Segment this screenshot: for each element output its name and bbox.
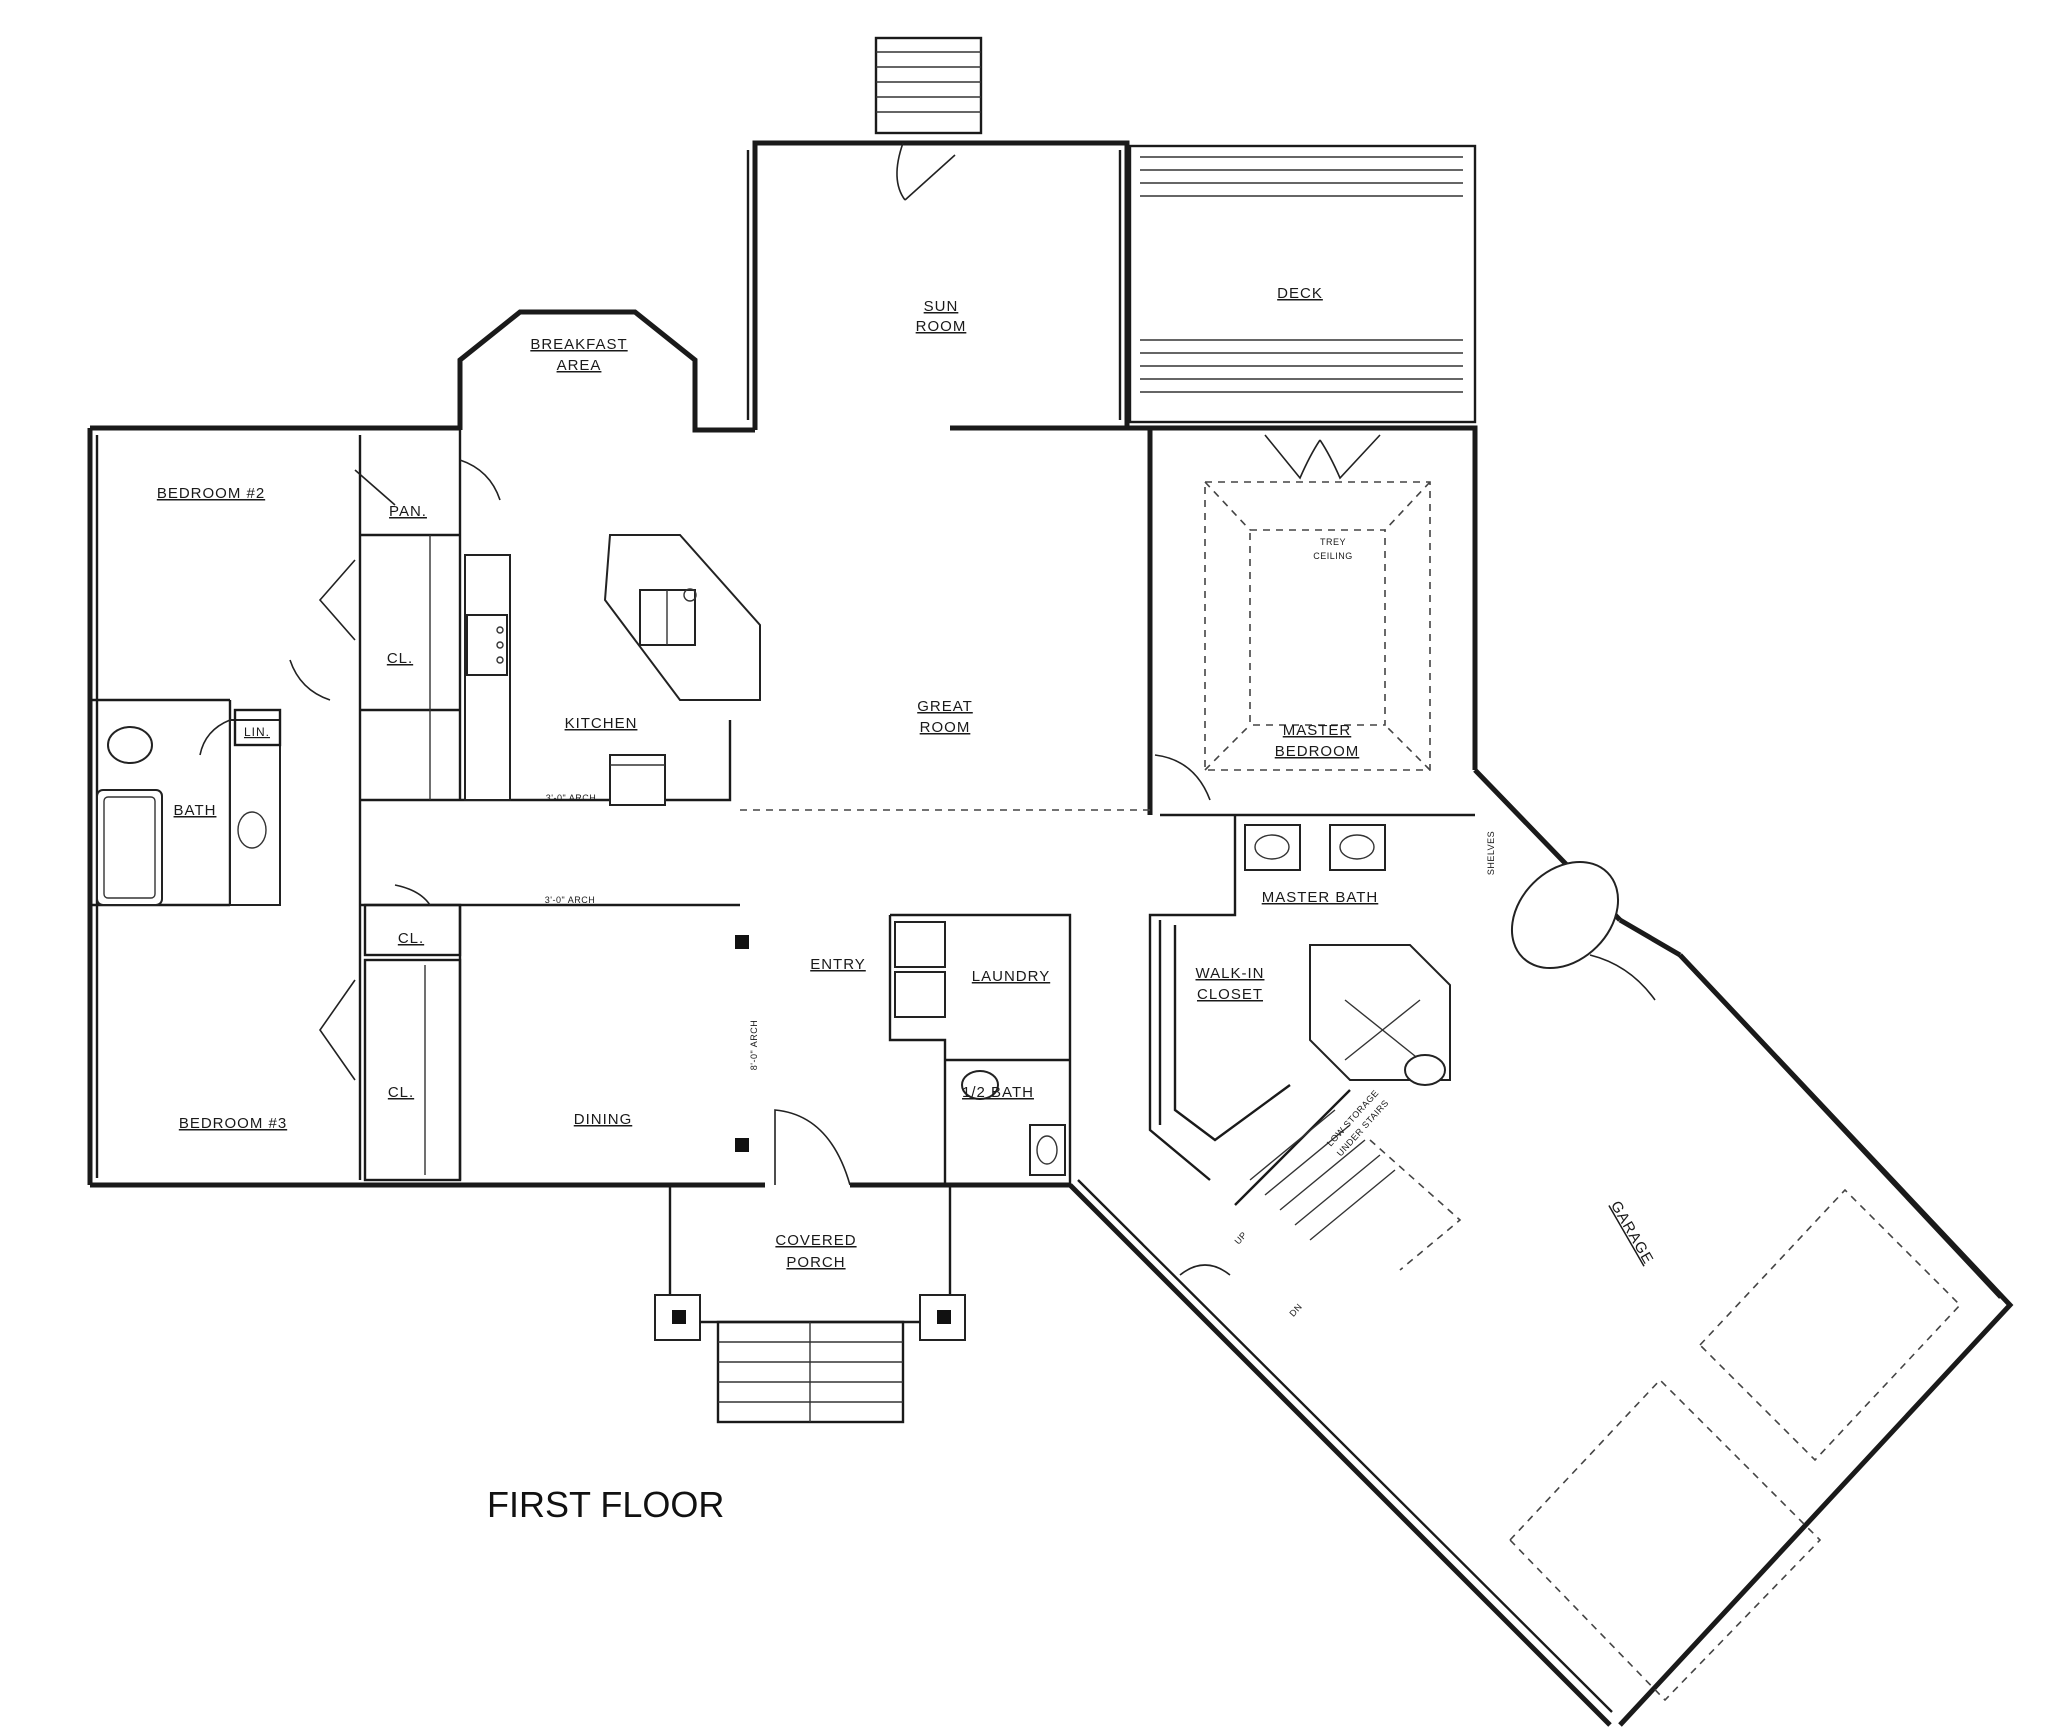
- label-master-bedroom: BEDROOM: [1275, 743, 1360, 760]
- plan-notes: 3'-0" ARCH 3'-0" ARCH 8'-0" ARCH LOW STO…: [545, 793, 1391, 1319]
- label-breakfast-area: BREAKFAST: [530, 336, 627, 353]
- main-walls: [87, 425, 1622, 1188]
- master-sink-icon: [1244, 824, 1301, 871]
- label-pantry: PAN.: [389, 503, 427, 520]
- label-breakfast-area: AREA: [557, 357, 602, 374]
- sunroom-steps: [874, 36, 983, 135]
- label-sun-room: ROOM: [916, 318, 967, 335]
- label-garage: GARAGE: [1607, 1198, 1657, 1267]
- garage: [1068, 917, 2014, 1727]
- room-labels: SUN ROOM DECK BREAKFAST AREA BEDROOM #2 …: [157, 285, 1657, 1271]
- sun-room: [746, 36, 1130, 430]
- shower-icon: [1309, 944, 1451, 1081]
- label-laundry: LAUNDRY: [972, 968, 1050, 985]
- trey-ceiling: [1204, 434, 1431, 771]
- deck: [1128, 144, 1477, 424]
- label-walk-in-closet: WALK-IN: [1196, 965, 1265, 982]
- hall-closets: [318, 469, 462, 1182]
- note-stair-up: UP: [1233, 1230, 1249, 1247]
- label-deck: DECK: [1277, 285, 1323, 302]
- label-linen: LIN.: [244, 725, 270, 739]
- stairs: [1173, 925, 1462, 1276]
- label-master-bedroom: MASTER: [1283, 722, 1352, 739]
- bathtub-icon: [1510, 860, 1620, 970]
- label-trey-ceiling: CEILING: [1313, 551, 1353, 561]
- toilet-icon: [1404, 1054, 1446, 1086]
- label-bedroom-3: BEDROOM #3: [179, 1115, 287, 1132]
- label-bath: BATH: [174, 802, 217, 819]
- master-bath: [1244, 824, 1620, 1086]
- label-great-room: ROOM: [920, 719, 971, 736]
- note-arch-dining: 3'-0" ARCH: [545, 895, 595, 905]
- entry-posts: [735, 935, 749, 1152]
- note-stair-down: DN: [1287, 1301, 1304, 1318]
- half-bath-sink-icon: [1029, 1124, 1066, 1176]
- note-arch-entry: 8'-0" ARCH: [749, 1020, 759, 1070]
- label-master-bath: MASTER BATH: [1262, 889, 1379, 906]
- kitchen: [464, 534, 761, 806]
- dryer-icon: [894, 971, 946, 1018]
- label-walk-in-closet: CLOSET: [1197, 986, 1263, 1003]
- laundry: [894, 921, 1066, 1176]
- master-sink-icon: [1329, 824, 1386, 871]
- label-bedroom-2: BEDROOM #2: [157, 485, 265, 502]
- breakfast-bay: [457, 309, 755, 433]
- toilet-icon: [961, 1070, 999, 1100]
- cooktop-icon: [466, 614, 508, 676]
- hall-bath: [96, 708, 282, 906]
- plan-title: FIRST FLOOR: [487, 1484, 724, 1525]
- toilet-icon: [107, 726, 153, 764]
- label-half-bath: 1/2 BATH: [962, 1084, 1034, 1101]
- label-covered-porch: COVERED: [775, 1232, 856, 1249]
- door-swings: [289, 459, 1211, 906]
- label-covered-porch: PORCH: [786, 1254, 845, 1271]
- label-great-room: GREAT: [917, 698, 973, 715]
- refrigerator-icon: [609, 754, 666, 806]
- label-dining: DINING: [574, 1111, 633, 1128]
- label-trey-ceiling: TREY: [1320, 537, 1346, 547]
- label-closet: CL.: [387, 650, 413, 667]
- label-closet: CL.: [388, 1084, 414, 1101]
- label-sun-room: SUN: [924, 298, 959, 315]
- label-closet: CL.: [398, 930, 424, 947]
- covered-porch: [654, 1185, 966, 1424]
- front-door: [774, 1109, 851, 1186]
- label-entry: ENTRY: [810, 956, 866, 973]
- note-arch-kitchen: 3'-0" ARCH: [546, 793, 596, 803]
- linen-closet: [233, 708, 282, 747]
- label-shelves: SHELVES: [1486, 831, 1496, 875]
- washer-icon: [894, 921, 946, 968]
- bathtub-icon: [96, 789, 163, 906]
- label-kitchen: KITCHEN: [565, 715, 638, 732]
